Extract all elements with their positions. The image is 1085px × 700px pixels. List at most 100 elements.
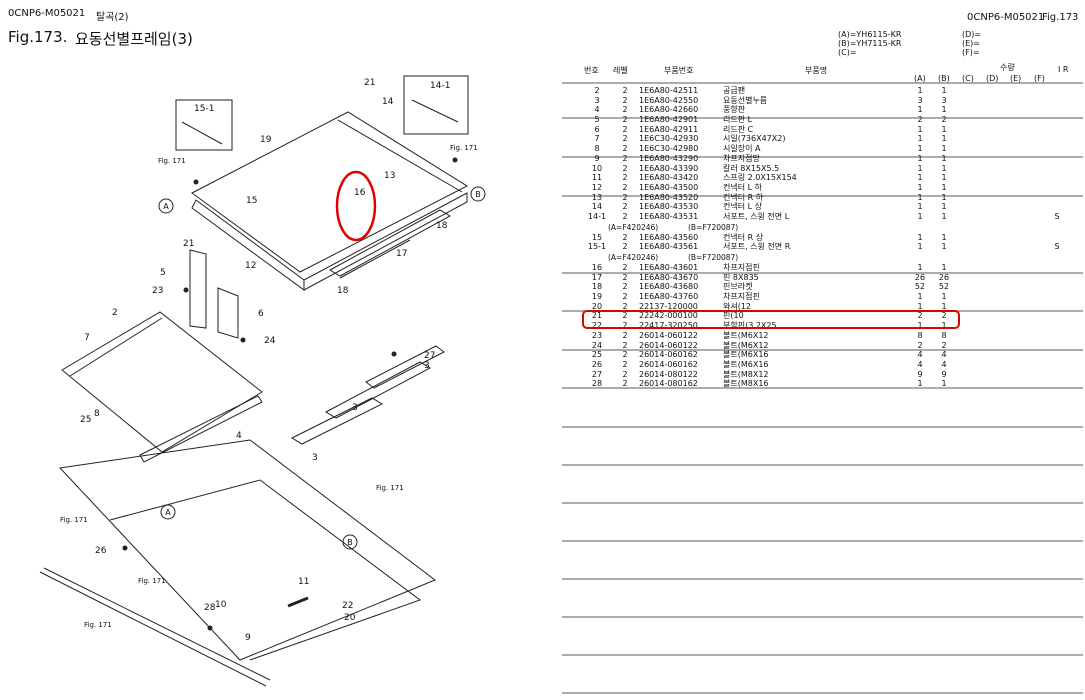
part-name: 서포트, 스윙 전면 L: [723, 211, 790, 221]
part-number-index: 6: [594, 124, 600, 134]
qty-a: 4: [917, 350, 923, 360]
part-name: 리드판 L: [723, 115, 753, 125]
callout-label: 8: [94, 409, 100, 419]
qty-a: 2: [917, 311, 923, 321]
qty-b: 1: [941, 379, 947, 389]
qty-b: 1: [941, 182, 947, 192]
part-code: 1E6A80-43601: [639, 263, 699, 272]
qty-b: 8: [941, 330, 947, 340]
callout-label: 16: [354, 188, 366, 198]
qty-b: 4: [941, 350, 947, 360]
variant-legend-left: (A)=YH6115-KR (B)=YH7115-KR (C)=: [838, 30, 901, 57]
col-header-level: 레벨: [613, 66, 628, 75]
qty-a: 1: [917, 242, 923, 252]
part-level: 2: [622, 242, 628, 252]
detail-14-1-part: [411, 99, 459, 123]
part-code: 22242-000100: [639, 311, 698, 321]
part-level: 2: [622, 263, 628, 272]
pin-rod-17: [339, 239, 411, 279]
circled-reference-letter: B: [475, 190, 481, 199]
part-level: 2: [622, 379, 628, 389]
bolt-26: [122, 545, 128, 551]
qty-b: 2: [941, 340, 947, 350]
part-level: 2: [622, 182, 628, 192]
callout-label: 24: [264, 336, 276, 346]
upper-frame-front-rail: [303, 192, 468, 291]
part-code: 1E6A80-42901: [639, 115, 699, 125]
long-rail: [43, 567, 271, 681]
callout-label: 4: [236, 431, 242, 441]
highlight-callout-16: [335, 170, 377, 242]
callout-label: 10: [215, 600, 227, 610]
callout-label: 18: [337, 286, 349, 296]
part-number-index: 7: [594, 134, 600, 144]
part-name: 컨넥터 L 하: [723, 182, 762, 192]
qty-b: 3: [941, 95, 947, 105]
part-level: 2: [622, 124, 628, 134]
circled-reference-letter: A: [165, 508, 171, 517]
qty-a: 1: [917, 211, 923, 221]
qty-a: 1: [917, 105, 923, 115]
connector-bar: [328, 209, 452, 277]
part-number-index: 4: [594, 105, 600, 115]
callout-label: 23: [152, 286, 163, 296]
sieve-plate-2: [61, 311, 263, 453]
part-level: 2: [622, 359, 628, 369]
part-level: 2: [622, 192, 628, 202]
qty-b: 1: [941, 321, 947, 331]
qty-b: 1: [941, 105, 947, 115]
callout-label: 9: [245, 633, 251, 643]
part-level: 2: [622, 272, 628, 282]
part-code: 1E6A80-43500: [639, 182, 699, 192]
lower-frame-outline: [58, 439, 437, 661]
col-header-part-no: 부품번호: [664, 66, 694, 75]
qty-b: 2: [941, 311, 947, 321]
part-level: 2: [622, 134, 628, 144]
serial-note-text: (B=F720087): [688, 253, 739, 262]
upper-frame-left-rail: [191, 199, 305, 291]
part-ir-flag: S: [1054, 211, 1060, 221]
callout-label: 3: [352, 403, 358, 413]
figure-ref-right: Fig.173: [1042, 12, 1079, 23]
callout-label: 21: [183, 239, 194, 249]
part-level: 2: [622, 163, 628, 173]
callout-label: 21: [364, 78, 375, 88]
qty-a: 1: [917, 134, 923, 144]
part-number-index: 8: [594, 144, 600, 154]
circled-reference-marker: [160, 504, 176, 520]
col-header-f: (F): [1034, 74, 1045, 83]
qty-b: 1: [941, 173, 947, 183]
part-name: 와셔(12: [723, 301, 752, 311]
variant-b: (B)=YH7115-KR: [838, 39, 902, 48]
part-level: 2: [622, 144, 628, 154]
fig-ref-label: Fig. 171: [84, 621, 112, 629]
callout-label: 15: [246, 196, 257, 206]
rail-4: [139, 395, 263, 463]
qty-a: 9: [917, 369, 923, 379]
doc-code-left: 0CNP6-M05021: [8, 8, 86, 19]
part-level: 2: [622, 301, 628, 311]
part-name: 컨넥터 L 상: [723, 202, 762, 212]
exploded-diagram: 2333456789101112131415161718181920212122…: [39, 75, 486, 687]
qty-b: 26: [938, 272, 950, 282]
qty-b: 1: [941, 153, 947, 163]
variant-a: (A)=YH6115-KR: [838, 30, 902, 39]
part-code: 22417-320250: [639, 321, 698, 331]
long-rail-lower: [39, 571, 267, 687]
qty-b: 1: [941, 292, 947, 302]
part-code: 1E6A80-42911: [639, 124, 699, 134]
part-code: 26014-060162: [639, 359, 698, 369]
part-number-index: 12: [591, 182, 603, 192]
circled-reference-marker: [342, 534, 358, 550]
part-code: 26014-060122: [639, 330, 698, 340]
